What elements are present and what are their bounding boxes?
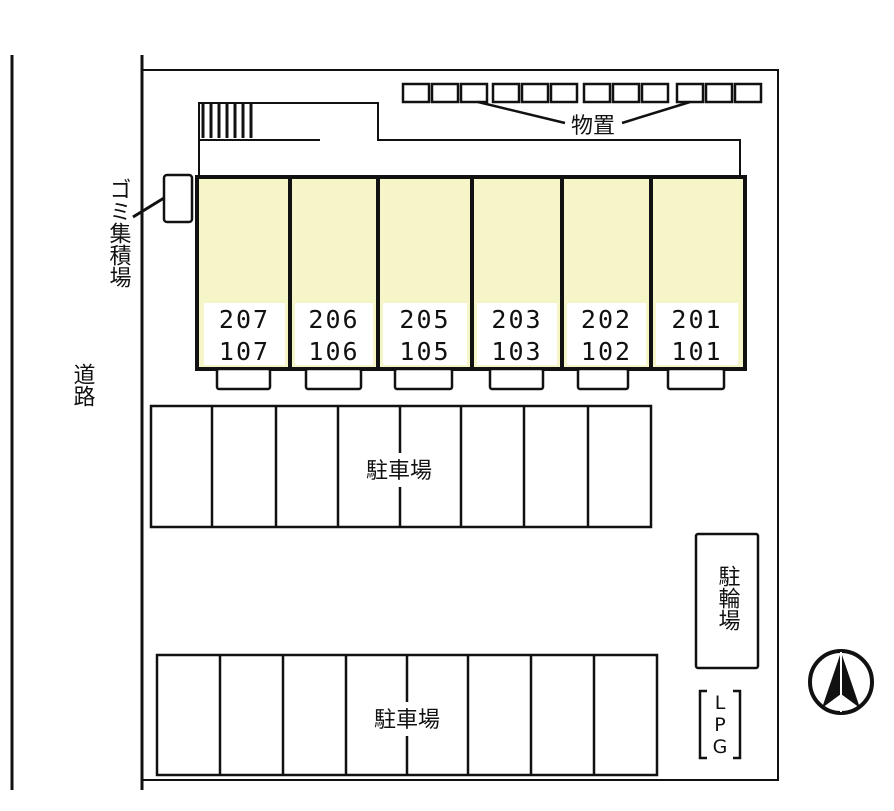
unit-number-upper: 207 [219,305,270,334]
unit-number-lower: 101 [671,337,722,366]
garbage-leader-line [132,196,165,219]
north-arrow-icon [808,649,874,715]
garbage-label: ゴミ集積場 [106,178,132,288]
property-boundary [142,69,779,781]
unit-label-bg [656,303,738,365]
unit-number-upper: 205 [399,305,450,334]
garbage-collection-box [162,173,194,224]
parking-upper-label: 駐車場 [366,459,432,484]
unit-number-lower: 102 [581,337,632,366]
unit-number-lower: 106 [308,337,359,366]
parking-lower-label: 駐車場 [374,708,440,733]
unit-number-upper: 201 [671,305,722,334]
lpg-label: LPG [709,692,731,758]
unit-number-lower: 107 [219,337,270,366]
storage-leader-left [477,100,566,125]
unit-number-upper: 202 [581,305,632,334]
unit-label-bg [295,303,373,365]
entrance-steps [215,367,726,391]
parking-upper [149,404,653,529]
corridor-outline [198,102,741,178]
unit-number-lower: 103 [491,337,542,366]
unit-label-bg [204,303,285,365]
parking-lower [155,653,659,777]
storage-label: 物置 [571,114,615,139]
lpg-bracket [698,689,742,760]
storage-leader-right [621,100,691,125]
parking-upper-label-bg [356,453,442,487]
staircase [201,103,253,138]
parking-lower-label-bg [362,702,452,736]
unit-number-upper: 206 [308,305,359,334]
bicycle-parking [694,532,760,670]
bicycle-parking-label: 駐輪場 [715,565,741,631]
storage-sheds [401,82,763,104]
road-label: 道路 [70,363,96,407]
unit-label-bg [567,303,646,365]
unit-label-bg [383,303,467,365]
unit-label-bg [477,303,557,365]
unit-number-lower: 105 [399,337,450,366]
unit-number-upper: 203 [491,305,542,334]
